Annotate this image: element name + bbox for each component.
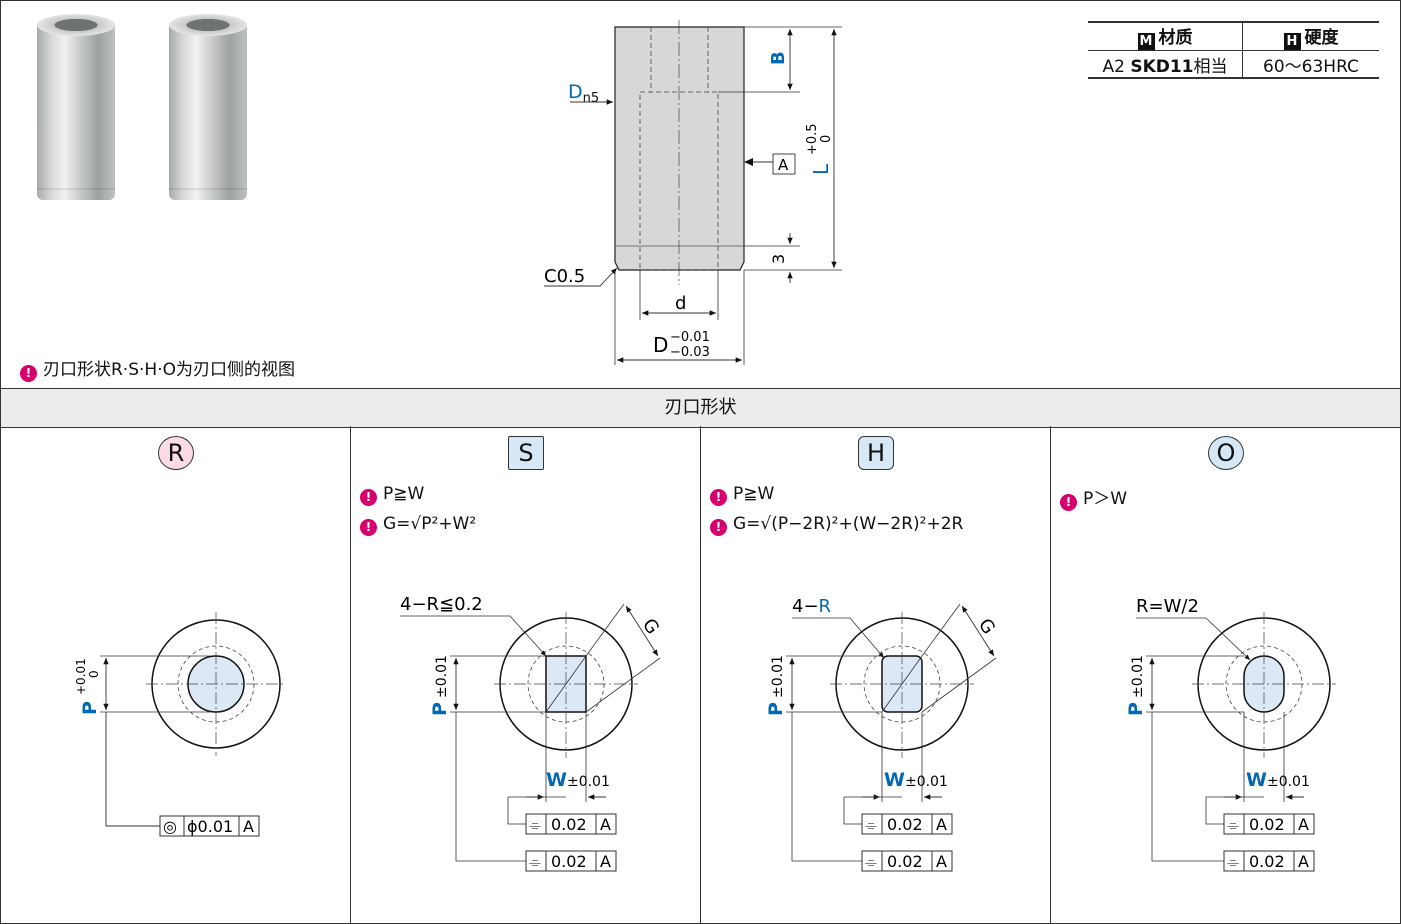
dim-l-tol-lower: 0 — [819, 135, 834, 143]
dim-big-d: D — [653, 333, 668, 357]
dim-b: B — [768, 51, 789, 65]
hardness-value: 60～63HRC — [1242, 50, 1379, 79]
svg-text:0.02: 0.02 — [551, 852, 587, 871]
svg-text:A: A — [936, 852, 947, 871]
svg-text:4−R: 4−R — [792, 596, 831, 617]
symmetry-icon: ⌯ — [1227, 816, 1239, 834]
divider-1 — [350, 426, 351, 923]
pin-body — [614, 26, 745, 271]
svg-text:W±0.01: W±0.01 — [884, 769, 948, 791]
datum-a: A — [778, 156, 789, 174]
svg-text:±0.01: ±0.01 — [1130, 655, 1146, 698]
symmetry-icon: ⌯ — [529, 853, 541, 871]
svg-text:A: A — [243, 817, 254, 836]
dim-3: 3 — [769, 254, 788, 264]
product-photo-2 — [169, 14, 247, 200]
svg-text:P: P — [765, 702, 787, 716]
section-title: 刃口形状 — [664, 397, 737, 418]
svg-text:R=W/2: R=W/2 — [1136, 596, 1199, 617]
shape-o-drawing: R=W/2 P ±0.01 W±0.01 ⌯ 0.02 A ⌯ 0.02 A — [1125, 596, 1336, 872]
dim-l-tol-upper: +0.5 — [805, 123, 820, 155]
svg-text:0.02: 0.02 — [551, 815, 587, 834]
shape-s-note-1: !P≧W — [360, 484, 424, 506]
symmetry-icon: ⌯ — [865, 853, 877, 871]
svg-text:W±0.01: W±0.01 — [1246, 769, 1310, 791]
divider-2 — [700, 426, 701, 923]
svg-text:0.02: 0.02 — [1249, 852, 1285, 871]
shape-h-note-2: !G=√(P−2R)²+(W−2R)²+2R — [710, 514, 963, 536]
svg-text:±0.01: ±0.01 — [434, 655, 450, 698]
svg-text:4−R≦0.2: 4−R≦0.2 — [400, 594, 483, 615]
alert-icon: ! — [710, 519, 727, 536]
top-note: !刃口形状R·S·H·O为刃口侧的视图 — [20, 355, 295, 382]
shape-s-drawing: G 4−R≦0.2 P ±0.01 W±0.01 ⌯ 0.02 A ⌯ 0.02… — [400, 594, 663, 872]
alert-icon: ! — [360, 519, 377, 536]
dim-l: L — [809, 163, 833, 175]
section-band: 刃口形状 — [1, 388, 1400, 428]
svg-text:P: P — [79, 701, 101, 715]
dim-big-d-tol-upper: −0.01 — [670, 330, 710, 345]
shape-label-s: S — [508, 436, 544, 470]
main-drawing: B L +0.5 0 3 A Dn5 C0.5 d D −0.01 −0.03 — [544, 20, 842, 365]
svg-text:0: 0 — [87, 670, 101, 678]
svg-text:0.02: 0.02 — [1249, 815, 1285, 834]
svg-text:A: A — [936, 815, 947, 834]
divider-3 — [1050, 426, 1051, 923]
shape-r-drawing: P +0.01 0 ◎ ϕ0.01 A — [74, 612, 286, 837]
svg-text:A: A — [600, 815, 611, 834]
svg-text:0.02: 0.02 — [887, 852, 923, 871]
dim-chamfer: C0.5 — [544, 266, 585, 287]
svg-text:+0.01: +0.01 — [74, 658, 88, 695]
svg-text:G: G — [638, 615, 663, 638]
hardness-mark-icon: H — [1283, 33, 1301, 50]
shape-label-h: H — [858, 436, 894, 470]
svg-text:A: A — [1298, 815, 1309, 834]
symmetry-icon: ⌯ — [529, 816, 541, 834]
symmetry-icon: ⌯ — [865, 816, 877, 834]
shape-s-note-2: !G=√P²+W² — [360, 514, 476, 536]
svg-text:A: A — [1298, 852, 1309, 871]
material-mark-icon: M — [1137, 33, 1155, 50]
svg-text:P: P — [429, 702, 451, 716]
svg-text:0.02: 0.02 — [887, 815, 923, 834]
alert-icon: ! — [20, 365, 37, 382]
svg-text:P: P — [1125, 702, 1147, 716]
shape-o-note-1: !P＞W — [1060, 484, 1127, 511]
alert-icon: ! — [360, 489, 377, 506]
shape-label-o: O — [1208, 436, 1244, 470]
shape-h-note-1: !P≧W — [710, 484, 774, 506]
svg-text:A: A — [600, 852, 611, 871]
product-photo-1 — [37, 14, 115, 200]
shape-h-drawing: G 4−R P ±0.01 W±0.01 ⌯ 0.02 A ⌯ 0.02 A — [765, 596, 999, 872]
alert-icon: ! — [1060, 494, 1077, 511]
concentric-icon: ◎ — [163, 817, 177, 836]
shape-label-r: R — [158, 436, 194, 470]
svg-text:ϕ0.01: ϕ0.01 — [187, 817, 233, 836]
material-value: A2 SKD11相当 — [1088, 50, 1243, 79]
svg-text:G: G — [974, 615, 999, 638]
dim-big-d-tol-lower: −0.03 — [670, 345, 710, 360]
svg-text:±0.01: ±0.01 — [770, 655, 786, 698]
dim-d: d — [675, 293, 686, 314]
svg-text:W±0.01: W±0.01 — [546, 769, 610, 791]
symmetry-icon: ⌯ — [1227, 853, 1239, 871]
alert-icon: ! — [710, 489, 727, 506]
